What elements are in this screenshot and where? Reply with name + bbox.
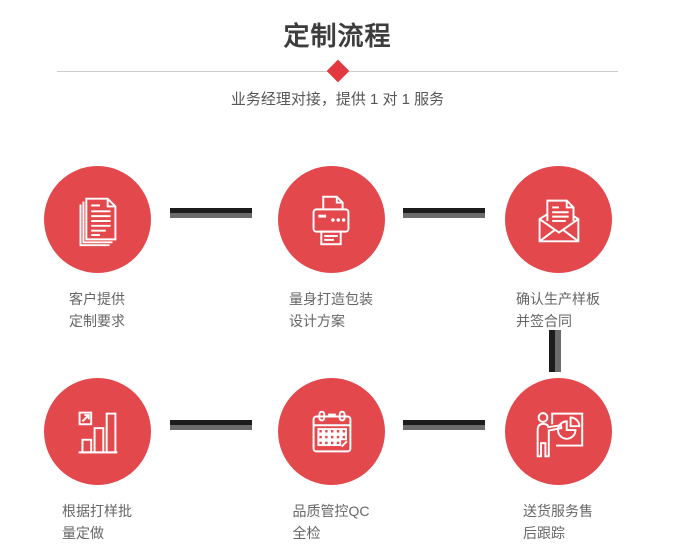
step-circle: [504, 378, 612, 485]
step-label: 送货服务售 后跟踪: [523, 503, 593, 541]
subtitle: 业务经理对接，提供 1 对 1 服务: [230, 91, 445, 108]
step-circle: [277, 378, 385, 485]
diamond-icon: [326, 59, 350, 83]
step-label: 根据打样批 量定做: [62, 503, 132, 541]
step-circle: [43, 166, 151, 273]
step-customer-requirements: 客户提供 定制要求: [17, 166, 177, 332]
step-circle: [277, 166, 385, 273]
step-delivery-tracking: 送货服务售 后跟踪: [478, 378, 638, 544]
connector-dash: [403, 208, 485, 218]
step-circle: [43, 378, 151, 485]
step-label: 确认生产样板 并签合同: [516, 291, 600, 329]
step-packaging-design: 量身打造包装 设计方案: [251, 166, 411, 332]
presentation-icon: [527, 401, 589, 463]
printer-icon: [300, 189, 362, 251]
documents-icon: [66, 189, 128, 251]
step-batch-production: 根据打样批 量定做: [17, 378, 177, 544]
connector-dash: [170, 208, 252, 218]
step-circle: [504, 166, 612, 273]
step-label: 客户提供 定制要求: [69, 291, 125, 329]
page-title: 定制流程: [283, 21, 392, 51]
connector-dash-vertical: [549, 330, 561, 372]
calendar-icon: [300, 401, 362, 463]
step-label: 量身打造包装 设计方案: [289, 291, 373, 329]
step-confirm-sample: 确认生产样板 并签合同: [478, 166, 638, 332]
envelope-icon: [527, 189, 589, 251]
step-quality-control: 品质管控QC 全检: [251, 378, 411, 544]
connector-dash: [170, 420, 252, 430]
bar-chart-icon: [66, 401, 128, 463]
step-label: 品质管控QC 全检: [292, 503, 370, 541]
connector-dash: [403, 420, 485, 430]
